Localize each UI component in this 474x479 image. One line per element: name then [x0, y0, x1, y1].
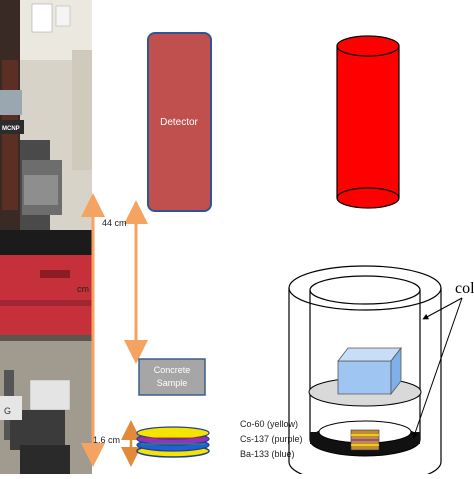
source-disc-top: [136, 426, 210, 440]
sample-label-line2: Sample: [157, 378, 188, 388]
source-label-cs137: Cs-137 (purple): [240, 434, 303, 444]
sample-label-line1: Concrete: [154, 365, 191, 375]
distance-label-44cm: 44 cm: [102, 218, 127, 228]
concrete-sample-box: [138, 358, 206, 396]
source-disc-stack: [136, 426, 210, 458]
lab-setup-photo: MCNP G: [0, 0, 92, 474]
source-label-ba133: Ba-133 (blue): [240, 449, 295, 459]
distance-label-fragment: cm: [77, 284, 89, 294]
callout-line-2: [412, 297, 463, 439]
lab-photo-drawing: MCNP G: [0, 0, 92, 474]
detector-box: [147, 32, 212, 212]
source-label-co60: Co-60 (yellow): [240, 419, 298, 429]
photo-sticker-text: MCNP: [2, 126, 20, 132]
callout-line-1: [422, 297, 463, 320]
photo-label-fragment: G: [4, 406, 11, 416]
collimator-model-3d: [288, 265, 442, 479]
detector-cylinder-3d: [336, 35, 400, 209]
distance-label-1-6cm: 1.6 cm: [93, 435, 120, 445]
collimator-callout-label: col: [455, 280, 474, 297]
detector-label: Detector: [160, 117, 198, 128]
